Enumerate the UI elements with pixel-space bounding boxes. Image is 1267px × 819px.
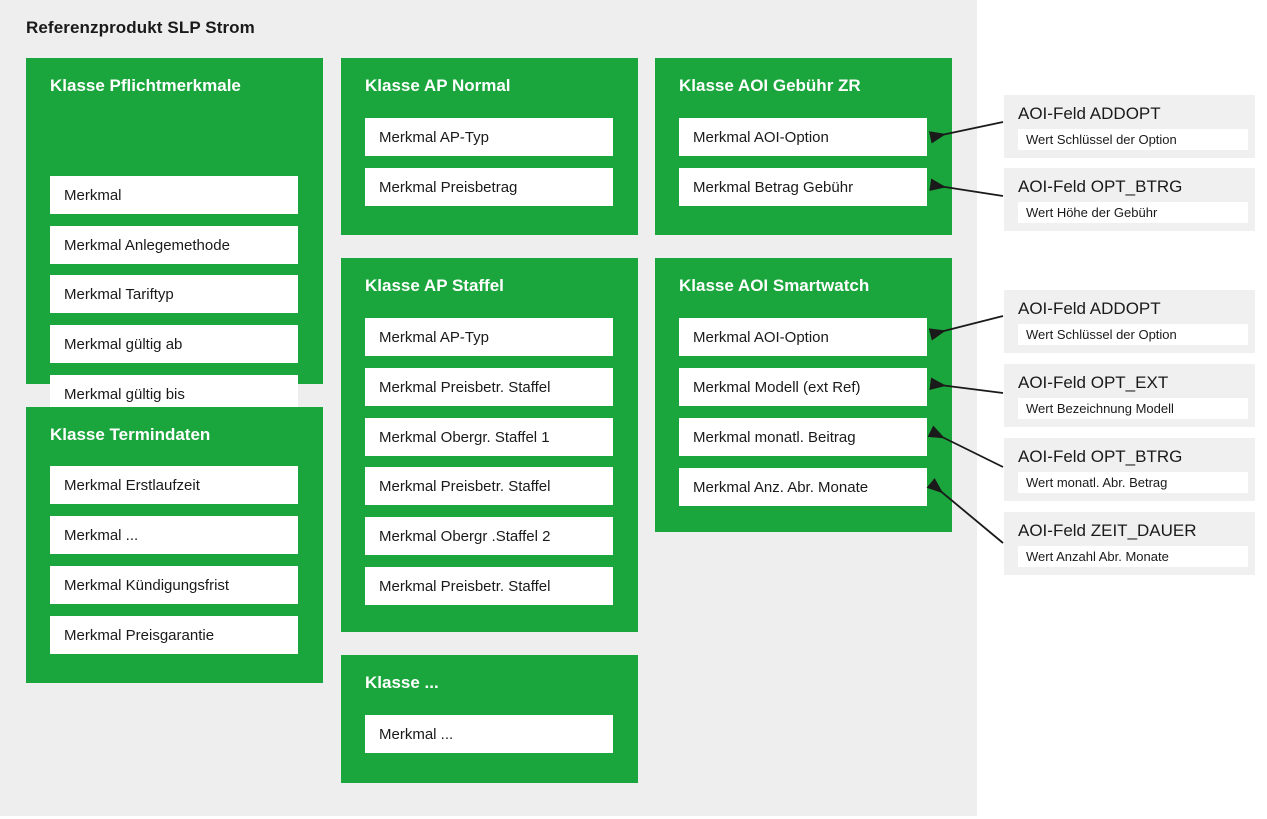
aoi-field-card-opt-ext[interactable]: AOI-Feld OPT_EXT Wert Bezeichnung Modell [1004,364,1255,427]
aoi-field-title: AOI-Feld OPT_EXT [1018,373,1169,392]
aoi-field-value: Wert Schlüssel der Option [1018,324,1248,345]
aoi-field-value: Wert monatl. Abr. Betrag [1018,472,1248,493]
merkmal-field[interactable]: Merkmal Preisbetr. Staffel [365,368,613,406]
aoi-field-value: Wert Anzahl Abr. Monate [1018,546,1248,567]
merkmal-field[interactable]: Merkmal ... [50,516,298,554]
merkmal-field[interactable]: Merkmal Kündigungsfrist [50,566,298,604]
merkmal-field[interactable]: Merkmal AP-Typ [365,118,613,156]
aoi-field-value: Wert Bezeichnung Modell [1018,398,1248,419]
aoi-field-title: AOI-Feld ADDOPT [1018,299,1161,318]
aoi-field-value: Wert Höhe der Gebühr [1018,202,1248,223]
class-title: Klasse AOI Gebühr ZR [679,76,861,95]
merkmal-field[interactable]: Merkmal [50,176,298,214]
class-title: Klasse Termindaten [50,425,211,444]
merkmal-field[interactable]: Merkmal Preisgarantie [50,616,298,654]
class-box-aoi-smartwatch[interactable]: Klasse AOI Smartwatch Merkmal AOI-Option… [655,258,952,532]
class-box-aoi-gebuehr-zr[interactable]: Klasse AOI Gebühr ZR Merkmal AOI-Option … [655,58,952,235]
class-box-ap-normal[interactable]: Klasse AP Normal Merkmal AP-Typ Merkmal … [341,58,638,235]
class-title: Klasse AP Staffel [365,276,504,295]
merkmal-field[interactable]: Merkmal Betrag Gebühr [679,168,927,206]
merkmal-field[interactable]: Merkmal Anz. Abr. Monate [679,468,927,506]
merkmal-field[interactable]: Merkmal monatl. Beitrag [679,418,927,456]
merkmal-field[interactable]: Merkmal gültig bis [50,375,298,413]
class-box-klasse-ellipsis[interactable]: Klasse ... Merkmal ... [341,655,638,783]
merkmal-field[interactable]: Merkmal AOI-Option [679,318,927,356]
aoi-field-title: AOI-Feld ADDOPT [1018,104,1161,123]
aoi-field-title: AOI-Feld OPT_BTRG [1018,447,1183,466]
merkmal-field[interactable]: Merkmal Preisbetr. Staffel [365,567,613,605]
page-title: Referenzprodukt SLP Strom [26,18,255,37]
class-box-ap-staffel[interactable]: Klasse AP Staffel Merkmal AP-Typ Merkmal… [341,258,638,632]
class-title: Klasse ... [365,673,439,692]
merkmal-field[interactable]: Merkmal Anlegemethode [50,226,298,264]
merkmal-field[interactable]: Merkmal Tariftyp [50,275,298,313]
aoi-field-card-zeit-dauer[interactable]: AOI-Feld ZEIT_DAUER Wert Anzahl Abr. Mon… [1004,512,1255,575]
aoi-field-card-addopt-2[interactable]: AOI-Feld ADDOPT Wert Schlüssel der Optio… [1004,290,1255,353]
merkmal-field[interactable]: Merkmal Modell (ext Ref) [679,368,927,406]
merkmal-field[interactable]: Merkmal Preisbetr. Staffel [365,467,613,505]
class-title: Klasse Pflichtmerkmale [50,76,241,95]
aoi-field-title: AOI-Feld ZEIT_DAUER [1018,521,1197,540]
aoi-field-value: Wert Schlüssel der Option [1018,129,1248,150]
merkmal-field[interactable]: Merkmal Erstlaufzeit [50,466,298,504]
class-title: Klasse AOI Smartwatch [679,276,870,295]
merkmal-field[interactable]: Merkmal Preisbetrag [365,168,613,206]
aoi-field-card-opt-btrg-2[interactable]: AOI-Feld OPT_BTRG Wert monatl. Abr. Betr… [1004,438,1255,501]
merkmal-field[interactable]: Merkmal Obergr .Staffel 2 [365,517,613,555]
merkmal-field[interactable]: Merkmal ... [365,715,613,753]
merkmal-field[interactable]: Merkmal gültig ab [50,325,298,363]
class-box-termindaten[interactable]: Klasse Termindaten Merkmal Erstlaufzeit … [26,407,323,683]
aoi-field-title: AOI-Feld OPT_BTRG [1018,177,1183,196]
class-box-pflichtmerkmale[interactable]: Klasse Pflichtmerkmale Merkmal Merkmal A… [26,58,323,413]
class-title: Klasse AP Normal [365,76,511,95]
merkmal-field[interactable]: Merkmal Obergr. Staffel 1 [365,418,613,456]
merkmal-field[interactable]: Merkmal AOI-Option [679,118,927,156]
aoi-field-card-opt-btrg-1[interactable]: AOI-Feld OPT_BTRG Wert Höhe der Gebühr [1004,168,1255,231]
merkmal-field[interactable]: Merkmal AP-Typ [365,318,613,356]
aoi-field-card-addopt-1[interactable]: AOI-Feld ADDOPT Wert Schlüssel der Optio… [1004,95,1255,158]
